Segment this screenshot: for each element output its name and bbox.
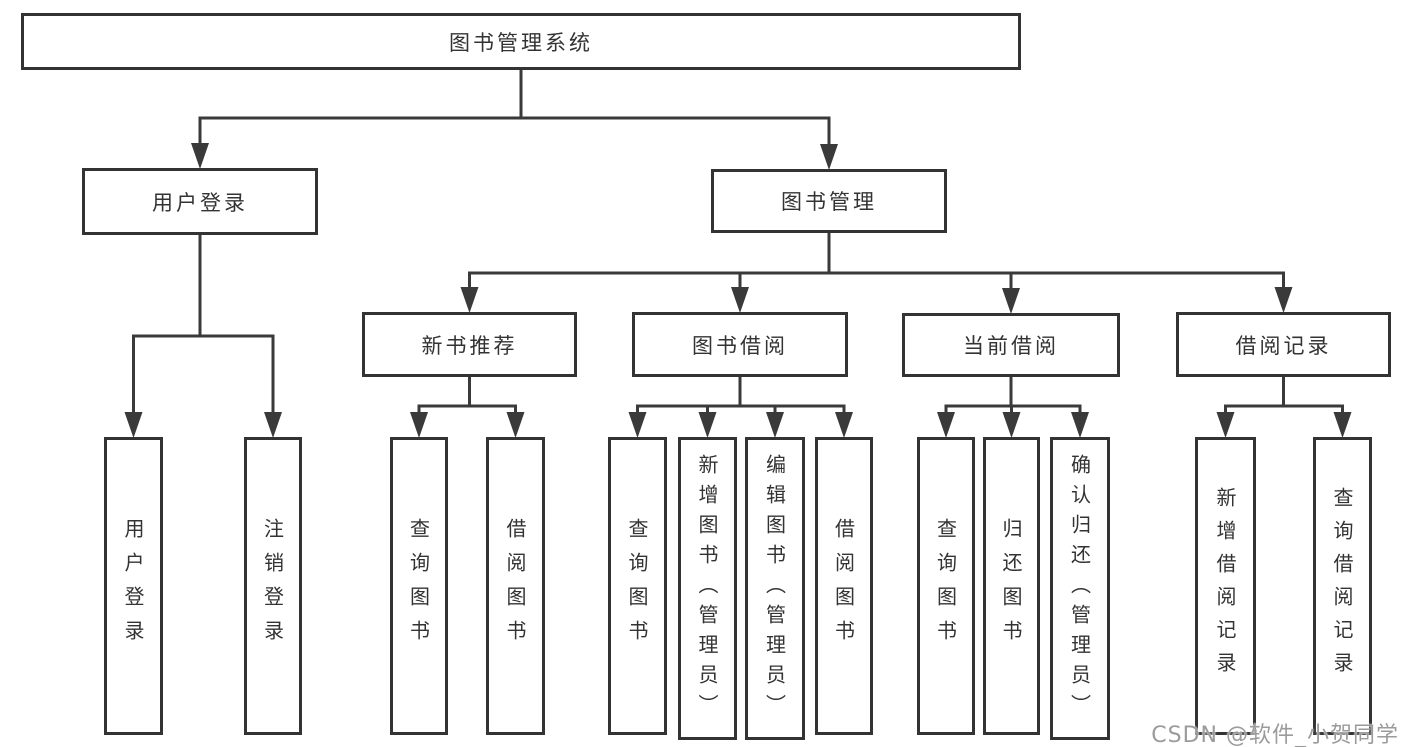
connector-root	[191, 68, 838, 170]
node-edit-books-admin: 编辑图书（管理员）	[745, 437, 805, 740]
arrowhead-edit-books-admin	[766, 412, 784, 438]
node-root: 图书管理系统	[21, 13, 1021, 70]
node-confirm-return-admin: 确认归还（管理员）	[1050, 437, 1110, 740]
arrowhead-logout-op	[264, 412, 282, 438]
arrowhead-book-borrow	[731, 287, 749, 313]
node-user-login-op: 用户登录	[104, 437, 163, 735]
watermark-text: CSDN @软件_小贺同学	[1151, 723, 1399, 747]
arrowhead-user-login	[191, 143, 209, 169]
node-current-borrow: 当前借阅	[902, 313, 1120, 377]
node-borrow-records: 借阅记录	[1176, 312, 1391, 377]
node-user-login: 用户登录	[82, 168, 318, 235]
connector-current-borrow	[937, 375, 1089, 438]
arrowhead-query-books-1	[410, 412, 428, 438]
node-book-borrow: 图书借阅	[632, 312, 848, 377]
node-query-borrow-record: 查询借阅记录	[1313, 437, 1372, 735]
node-query-books-1: 查询图书	[390, 437, 448, 735]
arrowhead-borrow-books-2	[835, 412, 853, 438]
node-logout-op: 注销登录	[244, 437, 302, 735]
node-borrow-books-1: 借阅图书	[486, 437, 545, 735]
connector-user-login	[124, 233, 282, 438]
arrowhead-borrow-books-1	[506, 412, 525, 438]
node-query-books-2: 查询图书	[608, 437, 667, 735]
connector-borrow-records	[1216, 375, 1352, 438]
node-new-book-rec: 新书推荐	[362, 312, 577, 377]
arrowhead-confirm-return-admin	[1071, 412, 1089, 438]
arrowhead-book-mgmt	[820, 144, 838, 170]
arrowhead-return-books	[1002, 412, 1021, 438]
node-return-books: 归还图书	[983, 437, 1040, 735]
connector-book-borrow	[628, 375, 853, 438]
arrowhead-add-books-admin	[698, 412, 717, 438]
arrowhead-query-books-2	[628, 412, 647, 438]
connector-book-mgmt	[460, 231, 1293, 314]
arrowhead-query-borrow-record	[1333, 412, 1352, 438]
arrowhead-user-login-op	[124, 412, 143, 438]
node-query-books-3: 查询图书	[917, 437, 975, 735]
arrowhead-new-book-rec	[460, 287, 479, 313]
arrowhead-borrow-records	[1274, 287, 1293, 313]
connector-new-book-rec	[410, 375, 525, 438]
node-book-mgmt: 图书管理	[711, 169, 947, 233]
node-add-borrow-record: 新增借阅记录	[1195, 437, 1256, 735]
arrowhead-current-borrow	[1002, 288, 1020, 314]
node-add-books-admin: 新增图书（管理员）	[678, 437, 737, 740]
arrowhead-add-borrow-record	[1216, 412, 1235, 438]
arrowhead-query-books-3	[937, 412, 955, 438]
node-borrow-books-2: 借阅图书	[815, 437, 873, 735]
